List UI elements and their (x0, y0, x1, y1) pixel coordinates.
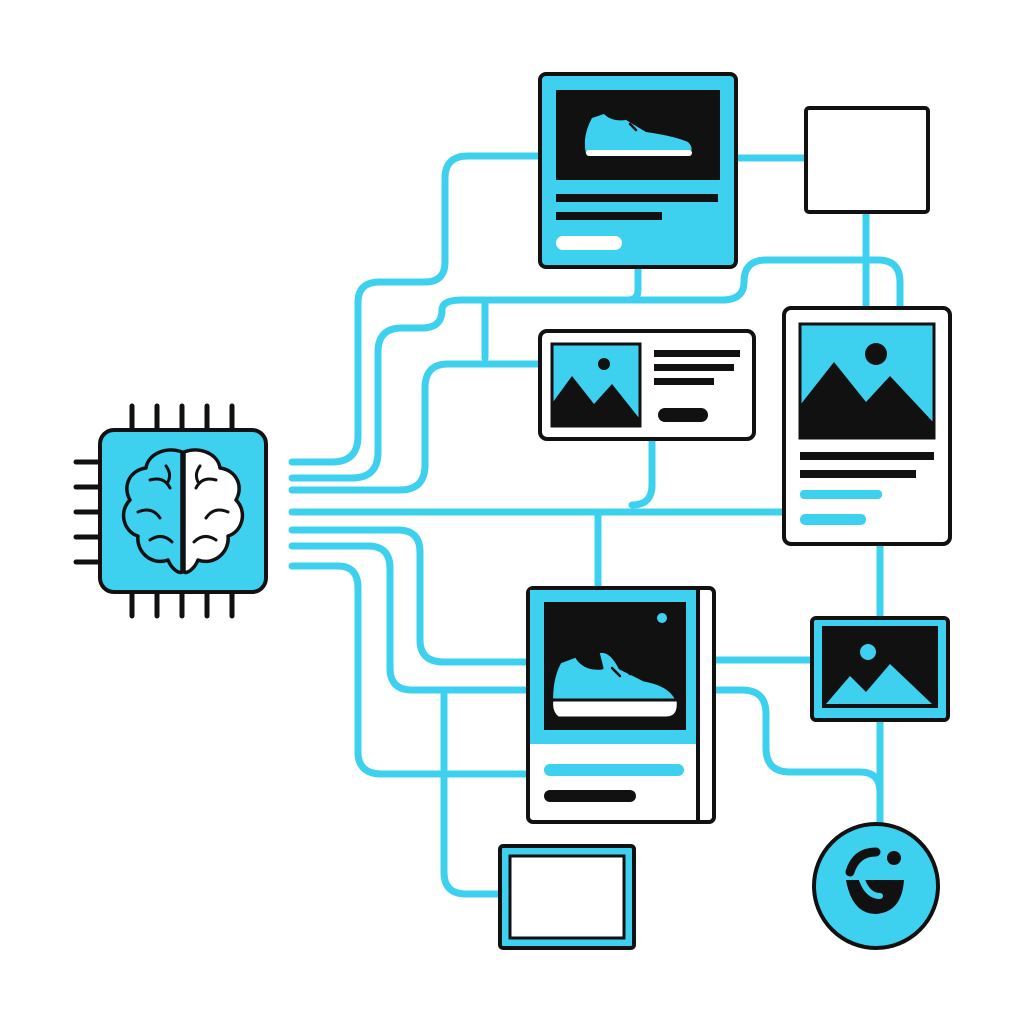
wire-chip-to-product-bottom-c (288, 562, 532, 778)
brand-badge[interactable] (812, 822, 940, 950)
connector-wires (288, 152, 904, 898)
wire-chip-to-product-bottom-b (288, 542, 532, 694)
product-card-top[interactable] (538, 72, 738, 269)
sneaker-icon (584, 114, 692, 156)
landscape-icon (822, 626, 938, 708)
wire-product-bottom-to-badge (712, 686, 884, 796)
brain-icon (121, 448, 245, 575)
media-card-middle-text-line-1 (654, 350, 740, 357)
media-card-middle[interactable] (538, 329, 756, 441)
media-card-middle-text-line-3 (654, 378, 714, 385)
blank-card-top-right[interactable] (804, 106, 930, 214)
article-card-right-highlight-1 (800, 490, 882, 499)
wire-media-down (628, 436, 656, 509)
article-card-right-highlight-2 (800, 514, 866, 525)
article-card-right-text-line-2 (800, 470, 916, 478)
product-card-bottom-indicator (657, 613, 667, 623)
blank-card-bottom[interactable] (498, 844, 636, 950)
product-card-top-text-line-2 (556, 212, 662, 220)
media-card-middle-text-line-2 (654, 364, 734, 371)
wire-chip-to-media-middle (288, 296, 564, 482)
image-card-right[interactable] (810, 616, 950, 722)
media-card-middle-button (658, 408, 708, 422)
article-card-right-text-line-1 (800, 452, 934, 460)
product-card-top-button (556, 236, 622, 250)
ai-chip (73, 403, 268, 619)
landscape-icon (550, 342, 642, 428)
wire-loop-to-article (624, 256, 904, 312)
wire-chip-to-product-bottom-a (288, 526, 532, 666)
product-card-bottom-highlight (544, 764, 684, 776)
product-card-bottom-text-line (544, 790, 636, 802)
chip-pins (73, 403, 235, 619)
wire-chip-to-product-top (288, 152, 544, 466)
product-card-top-text-line-1 (556, 194, 718, 202)
logo-icon (845, 847, 904, 914)
sneaker-icon (550, 649, 680, 720)
wire-chip-to-blank-bottom (440, 686, 504, 898)
landscape-icon (798, 322, 936, 440)
product-card-bottom[interactable] (526, 586, 716, 824)
article-card-right[interactable] (782, 306, 952, 546)
wire-chip-to-media-left (288, 360, 544, 494)
